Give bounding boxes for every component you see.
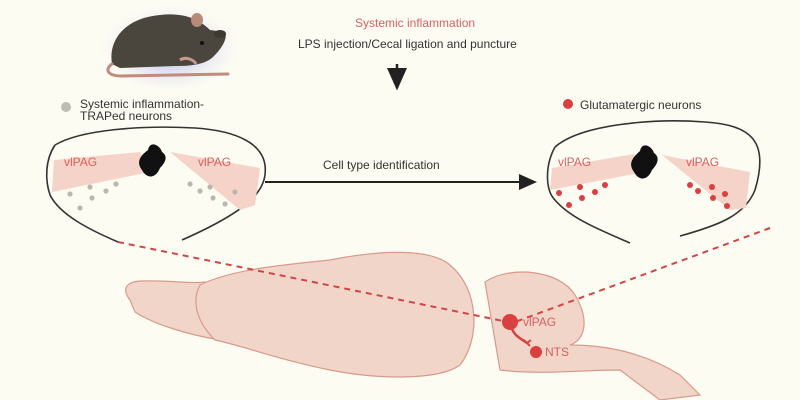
wedge-left-r <box>550 154 640 190</box>
section-outline-left <box>45 144 119 243</box>
legend-left-line2: TRAPed neurons <box>80 109 173 123</box>
brain-section-left <box>45 126 267 243</box>
legend-left-label: Systemic inflammation- TRAPed neurons <box>80 98 204 122</box>
traped-neurons-right <box>187 181 238 207</box>
mouse-ear-right <box>214 30 226 38</box>
header-title: Systemic inflammation <box>355 16 476 30</box>
mouse-tail <box>106 62 230 78</box>
aqueduct-r <box>631 145 658 179</box>
glutamatergic-neurons-right <box>687 182 730 209</box>
legend-dot-glutamatergic <box>563 99 573 109</box>
glutamatergic-neurons-left <box>556 182 608 208</box>
brainstem-cerebellum <box>484 271 702 400</box>
legend-left-line1: Systemic inflammation- <box>80 97 205 111</box>
whole-brain <box>125 251 702 400</box>
brain-vlpag-label: vlPAG <box>523 315 557 329</box>
traped-neurons-left <box>67 181 119 211</box>
brain-section-right <box>546 120 761 244</box>
mouse-ear <box>191 13 203 27</box>
synapse-terminal <box>523 339 532 347</box>
wedge-right-r <box>662 155 750 210</box>
legend-right-label: Glutamatergic neurons <box>580 98 702 112</box>
nts-neuron <box>530 346 542 358</box>
header-subtitle: LPS injection/Cecal ligation and punctur… <box>298 37 517 51</box>
section-outline-right-bottom <box>546 146 631 244</box>
wedge-left <box>52 152 150 192</box>
projection-line-right <box>514 227 771 323</box>
mouse-body <box>111 14 226 68</box>
section-right-region-left: vlPAG <box>558 155 592 169</box>
section-left-region-right: vlPAG <box>198 155 232 169</box>
legend-dot-traped <box>61 102 71 112</box>
projection-line-left <box>117 241 509 323</box>
section-outline-right-top <box>554 120 761 237</box>
cerebrum <box>195 251 475 378</box>
section-right-region-right: vlPAG <box>686 155 720 169</box>
mouse-illustration <box>100 1 240 89</box>
section-left-region-left: vlPAG <box>64 155 98 169</box>
brain-nts-label: NTS <box>545 345 569 359</box>
aqueduct <box>139 144 166 177</box>
wedge-right <box>170 152 260 210</box>
arrow-label: Cell type identification <box>323 158 440 172</box>
mouse-paw <box>179 56 198 65</box>
vlpag-neuron <box>502 314 518 330</box>
mouse-eye <box>200 41 204 45</box>
